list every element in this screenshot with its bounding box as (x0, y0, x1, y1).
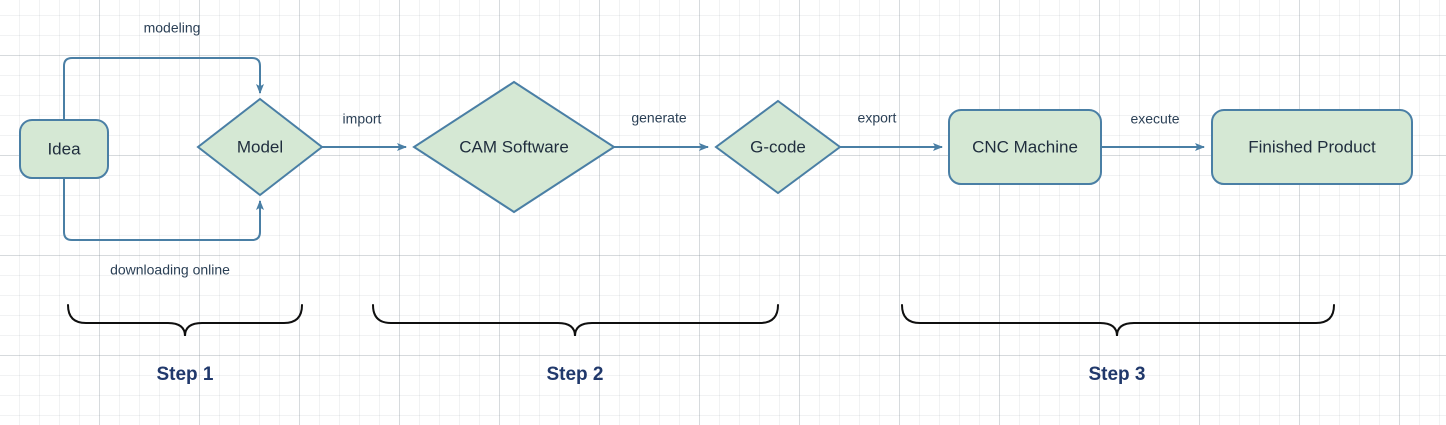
node-model-shape[interactable] (196, 97, 324, 197)
node-idea[interactable]: Idea (19, 119, 109, 179)
edge-label-generate: generate (631, 110, 686, 126)
connector-idea-to-model-modeling (63, 57, 264, 120)
step-3-brace (901, 304, 1335, 337)
nodes-group: Idea Model CAM Software G-code CNC Machi… (19, 80, 1413, 214)
step-2-brace (372, 304, 779, 337)
node-cam-software[interactable]: CAM Software (412, 80, 616, 214)
node-finished-product-label: Finished Product (1248, 137, 1376, 156)
edge-label-modeling: modeling (144, 20, 201, 36)
node-cnc-machine-shape[interactable] (948, 109, 1102, 185)
edge-labels-group: modeling downloading online import gener… (110, 20, 1180, 278)
node-cam-software-shape[interactable] (412, 80, 616, 214)
connector-idea-to-model-downloading (63, 178, 264, 241)
step-1-brace (67, 304, 303, 337)
node-g-code-shape[interactable] (714, 99, 842, 195)
node-g-code[interactable]: G-code (714, 99, 842, 195)
step-2-group: Step 2 (372, 304, 779, 385)
step-1-group: Step 1 (67, 304, 303, 385)
connectors-group (63, 57, 1205, 241)
node-cam-software-label: CAM Software (459, 137, 569, 156)
steps-group: Step 1 Step 2 Step 3 (67, 304, 1335, 385)
node-idea-label: Idea (47, 139, 81, 158)
node-cnc-machine-label: CNC Machine (972, 137, 1078, 156)
step-3-group: Step 3 (901, 304, 1335, 385)
node-idea-shape[interactable] (19, 119, 109, 179)
node-model-label: Model (237, 137, 283, 156)
edge-label-import: import (343, 111, 382, 127)
node-cnc-machine[interactable]: CNC Machine (948, 109, 1102, 185)
node-finished-product[interactable]: Finished Product (1211, 109, 1413, 185)
step-3-label: Step 3 (1088, 364, 1145, 385)
node-finished-product-shape[interactable] (1211, 109, 1413, 185)
node-g-code-label: G-code (750, 137, 806, 156)
step-1-label: Step 1 (156, 364, 213, 385)
edge-label-execute: execute (1130, 111, 1179, 127)
step-2-label: Step 2 (546, 364, 603, 385)
edge-label-export: export (858, 110, 897, 126)
node-model[interactable]: Model (196, 97, 324, 197)
edge-label-downloading-online: downloading online (110, 262, 230, 278)
